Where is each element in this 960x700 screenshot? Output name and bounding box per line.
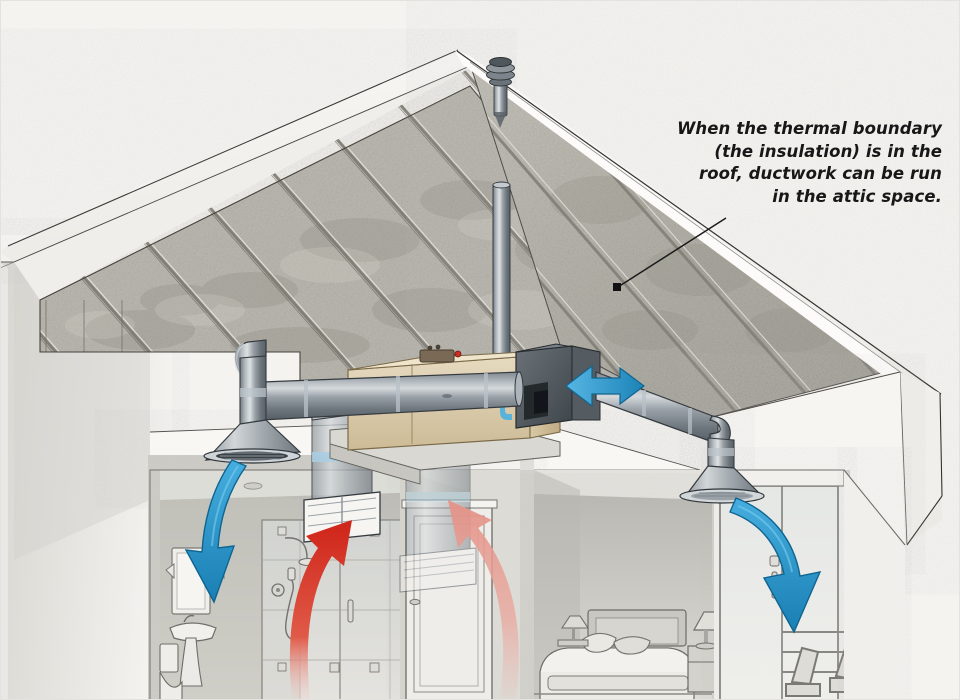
right-exterior-wall (844, 470, 905, 700)
supply-arrow-left (184, 459, 248, 604)
ceiling-register-right (679, 465, 765, 504)
roof-vent-cap (486, 57, 515, 128)
supply-arrow-right (729, 497, 822, 634)
supply-arrow-plenum (565, 364, 645, 408)
supply-plenum (500, 343, 601, 429)
main-trunk-duct (234, 339, 735, 469)
caption-leader-line (613, 217, 727, 291)
ceiling-register-left (203, 419, 302, 464)
roof-insulation-batts (40, 68, 640, 383)
return-arrow-right (448, 500, 519, 700)
return-arrow-left (289, 520, 352, 700)
roof-right-slope (455, 50, 943, 560)
